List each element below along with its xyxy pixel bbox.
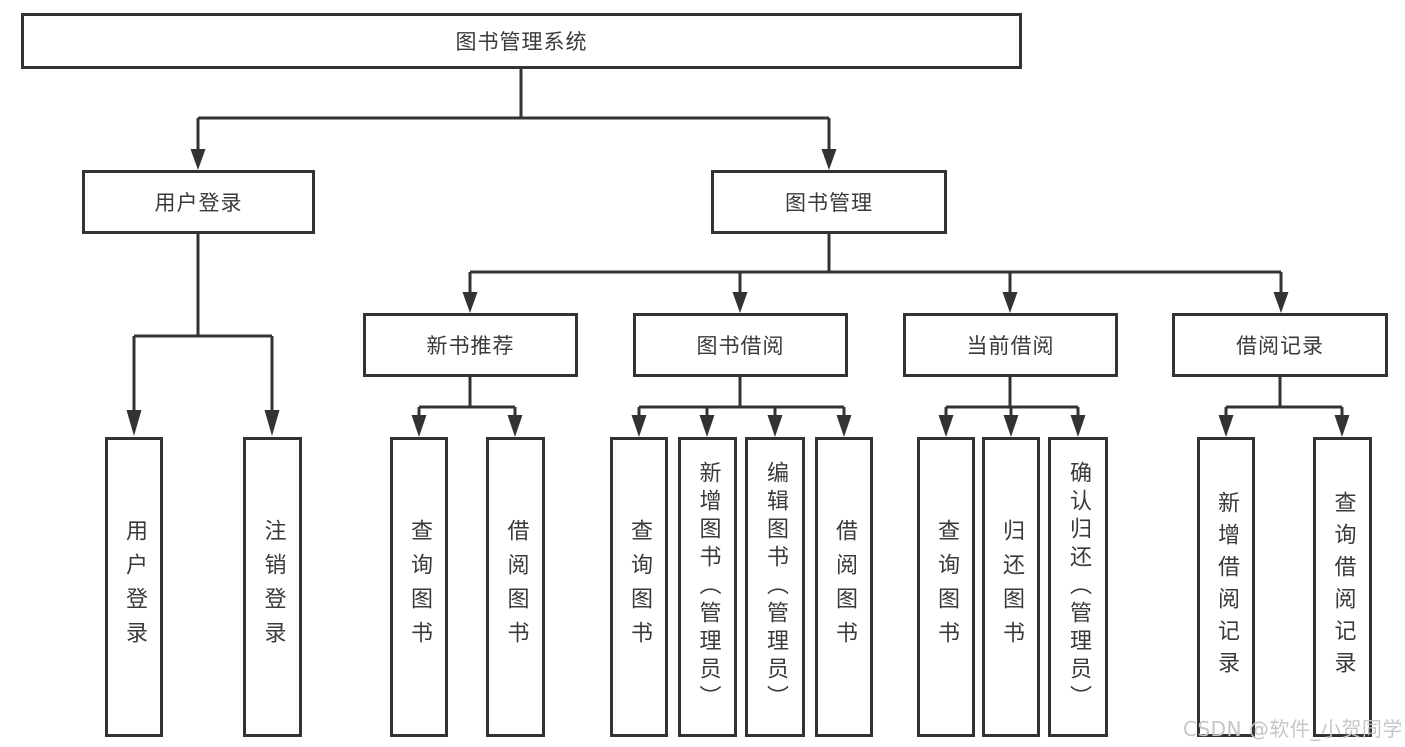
node-leaf-logout-login-label: 注销登录 [260,519,286,655]
node-leaf-query-books-borrow-label: 查询图书 [627,519,652,655]
node-book-management-branch-label: 图书管理 [785,191,873,215]
node-current-borrow: 当前借阅 [903,313,1118,377]
node-new-book-recommend: 新书推荐 [363,313,578,377]
node-leaf-query-books-recommend-label: 查询图书 [407,519,432,655]
node-leaf-add-borrow-record: 新增借阅记录 [1197,437,1255,737]
node-user-login-branch-label: 用户登录 [154,191,243,215]
node-leaf-query-borrow-record: 查询借阅记录 [1313,437,1372,737]
node-leaf-query-books-current-label: 查询图书 [934,519,959,655]
node-book-borrow: 图书借阅 [633,313,848,377]
node-leaf-add-borrow-record-label: 新增借阅记录 [1214,491,1239,683]
node-leaf-borrow-books-recommend: 借阅图书 [486,437,545,737]
node-leaf-query-books-recommend: 查询图书 [390,437,448,737]
node-leaf-query-books-borrow: 查询图书 [610,437,668,737]
node-user-login-branch: 用户登录 [82,170,315,234]
node-leaf-query-borrow-record-label: 查询借阅记录 [1330,491,1356,683]
node-leaf-confirm-return-admin: 确认归还（管理员） [1048,437,1108,737]
node-borrow-records: 借阅记录 [1172,313,1388,377]
node-leaf-query-books-current: 查询图书 [917,437,975,737]
node-leaf-edit-books-admin-label: 编辑图书（管理员） [763,461,788,713]
node-new-book-recommend-label: 新书推荐 [426,334,515,358]
node-current-borrow-label: 当前借阅 [966,334,1055,358]
node-leaf-edit-books-admin: 编辑图书（管理员） [745,437,805,737]
node-book-management-branch: 图书管理 [711,170,947,234]
node-leaf-add-books-admin-label: 新增图书（管理员） [695,461,721,713]
node-leaf-add-books-admin: 新增图书（管理员） [678,437,737,737]
node-leaf-user-login: 用户登录 [105,437,163,737]
node-leaf-borrow-books-recommend-label: 借阅图书 [503,519,529,655]
node-leaf-return-books-label: 归还图书 [999,519,1024,655]
node-leaf-logout-login: 注销登录 [243,437,302,737]
node-root-library-system: 图书管理系统 [21,13,1022,69]
node-leaf-return-books: 归还图书 [982,437,1040,737]
node-book-borrow-label: 图书借阅 [696,334,785,358]
node-leaf-confirm-return-admin-label: 确认归还（管理员） [1066,461,1091,713]
node-borrow-records-label: 借阅记录 [1236,334,1324,358]
node-root-label: 图书管理系统 [455,30,588,54]
node-leaf-borrow-books: 借阅图书 [815,437,873,737]
node-leaf-borrow-books-label: 借阅图书 [832,519,857,655]
node-leaf-user-login-label: 用户登录 [122,519,147,655]
arrowhead-icons [126,149,1350,437]
watermark-text: CSDN @软件_小贺同学 [1183,717,1403,741]
